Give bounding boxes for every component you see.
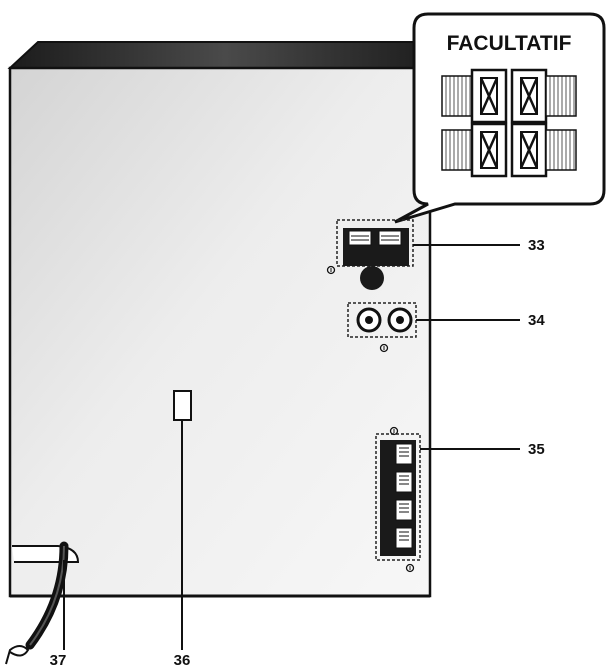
callout-35: 35 <box>528 441 545 458</box>
inset-title: FACULTATIF <box>447 32 572 55</box>
optional-terminal-block <box>326 219 414 290</box>
power-cord <box>5 541 80 665</box>
device-top-edge <box>7 41 442 69</box>
device-rear-body <box>7 41 442 598</box>
optional-terminal-inset: FACULTATIF <box>394 12 606 224</box>
ground-symbol-33 <box>326 265 336 275</box>
callout-37: 37 <box>50 652 67 669</box>
round-knob <box>360 266 384 290</box>
ground-symbol-35-top <box>389 426 399 436</box>
rca-jack-pair <box>347 302 417 353</box>
ground-symbol-35-bottom <box>405 563 415 573</box>
rear-label-window <box>173 390 192 421</box>
callout-36: 36 <box>174 652 191 669</box>
ground-symbol-34 <box>379 343 389 353</box>
inset-speaker-terminals <box>441 68 577 178</box>
speaker-terminal-column <box>375 426 421 573</box>
callout-33: 33 <box>528 237 545 254</box>
callout-34: 34 <box>528 312 545 329</box>
